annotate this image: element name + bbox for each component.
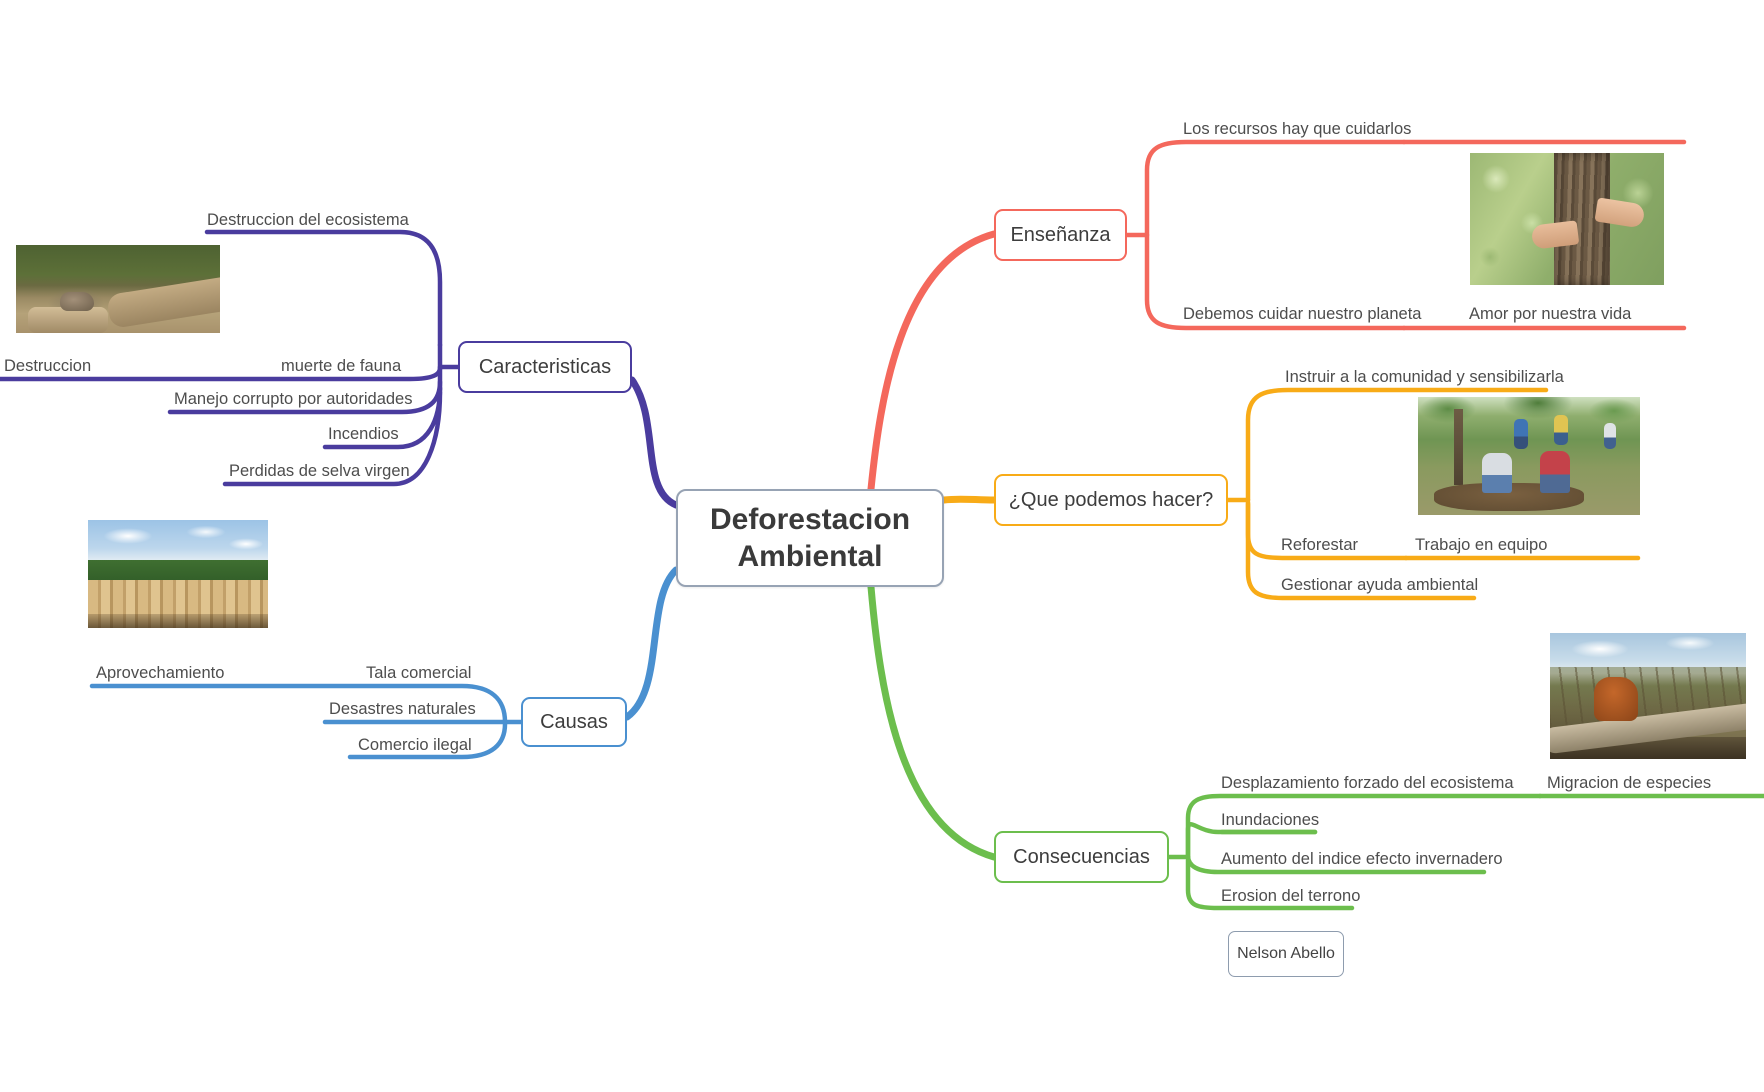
volunteer-figure xyxy=(1482,453,1512,493)
raccoon-shape xyxy=(60,292,94,311)
leaf-incendios[interactable]: Incendios xyxy=(328,425,399,443)
clouds-texture xyxy=(1550,633,1746,673)
link-root-consecuencias xyxy=(867,583,998,861)
branch-node-caracteristicas[interactable]: Caracteristicas xyxy=(458,341,632,393)
underline-destruccion-ecosistema xyxy=(204,229,443,348)
leaf-manejo-corrupto-por-autoridades[interactable]: Manejo corrupto por autoridades xyxy=(174,390,413,408)
branch-label-causas: Causas xyxy=(540,710,608,733)
leaf-instruir-a-la-comunidad-y-sensibilizarla[interactable]: Instruir a la comunidad y sensibilizarla xyxy=(1285,368,1564,386)
leaf-los-recursos-hay-que-cuidarlos[interactable]: Los recursos hay que cuidarlos xyxy=(1183,120,1412,138)
volunteers-planting-trees-photo xyxy=(1418,397,1640,515)
link-root-quepodemos xyxy=(940,495,998,504)
leaf-destruccion-del-ecosistema[interactable]: Destruccion del ecosistema xyxy=(207,211,409,229)
leaf-tala-comercial[interactable]: Tala comercial xyxy=(366,664,472,682)
volunteer-figure xyxy=(1604,423,1616,449)
branch-label-que-podemos-hacer: ¿Que podemos hacer? xyxy=(1008,488,1214,511)
leaf-gestionar-ayuda-ambiental[interactable]: Gestionar ayuda ambiental xyxy=(1281,576,1479,594)
branch-node-ensenanza[interactable]: Enseñanza xyxy=(994,209,1127,261)
leaf-destruccion[interactable]: Destruccion xyxy=(4,357,92,375)
branch-node-consecuencias[interactable]: Consecuencias xyxy=(994,831,1169,883)
branch-node-que-podemos-hacer[interactable]: ¿Que podemos hacer? xyxy=(994,474,1228,526)
leaf-perdidas-de-selva-virgen[interactable]: Perdidas de selva virgen xyxy=(229,462,410,480)
volunteer-figure xyxy=(1514,419,1528,449)
leaf-trabajo-en-equipo[interactable]: Trabajo en equipo xyxy=(1415,536,1548,554)
link-root-ensenanza xyxy=(867,230,998,493)
tree-trunk-shape xyxy=(1454,409,1463,485)
stacked-logs-photo xyxy=(88,520,268,628)
orangutan-shape xyxy=(1594,677,1638,721)
volunteer-figure xyxy=(1554,415,1568,445)
leaf-reforestar[interactable]: Reforestar xyxy=(1281,536,1359,554)
tree-stump-shape xyxy=(28,307,108,333)
leaf-aumento-del-indice-efecto-invernadero[interactable]: Aumento del indice efecto invernadero xyxy=(1221,850,1503,868)
child-hugging-tree-photo xyxy=(1470,153,1664,285)
leaf-muerte-de-fauna[interactable]: muerte de fauna xyxy=(281,357,402,375)
log-pile-texture xyxy=(88,580,268,628)
leaf-erosion-del-terrono[interactable]: Erosion del terrono xyxy=(1221,887,1361,905)
leaf-migracion-de-especies[interactable]: Migracion de especies xyxy=(1547,774,1712,792)
branch-label-caracteristicas: Caracteristicas xyxy=(478,355,612,378)
leaf-desplazamiento-forzado-del-ecosistema[interactable]: Desplazamiento forzado del ecosistema xyxy=(1221,774,1514,792)
leaf-desastres-naturales[interactable]: Desastres naturales xyxy=(329,700,476,718)
link-root-caracteristicas xyxy=(628,376,680,509)
author-credit-node[interactable]: Nelson Abello xyxy=(1228,931,1344,977)
branch-label-ensenanza: Enseñanza xyxy=(1010,223,1111,246)
link-root-causas xyxy=(623,566,680,721)
volunteer-figure xyxy=(1540,451,1570,493)
leaf-debemos-cuidar-nuestro-planeta[interactable]: Debemos cuidar nuestro planeta xyxy=(1183,305,1422,323)
underline-recursos-cuidarlos xyxy=(1144,139,1407,238)
clouds-texture xyxy=(88,522,268,560)
author-credit-label: Nelson Abello xyxy=(1237,945,1335,962)
leaf-aprovechamiento[interactable]: Aprovechamiento xyxy=(96,664,225,682)
leaf-inundaciones[interactable]: Inundaciones xyxy=(1221,811,1320,829)
orangutan-on-fallen-log-photo xyxy=(1550,633,1746,759)
raccoon-on-logs-photo xyxy=(16,245,220,333)
leaf-amor-por-nuestra-vida[interactable]: Amor por nuestra vida xyxy=(1469,305,1632,323)
leaf-comercio-ilegal[interactable]: Comercio ilegal xyxy=(358,736,472,754)
branch-label-consecuencias: Consecuencias xyxy=(1013,845,1150,868)
branch-node-causas[interactable]: Causas xyxy=(521,697,627,747)
